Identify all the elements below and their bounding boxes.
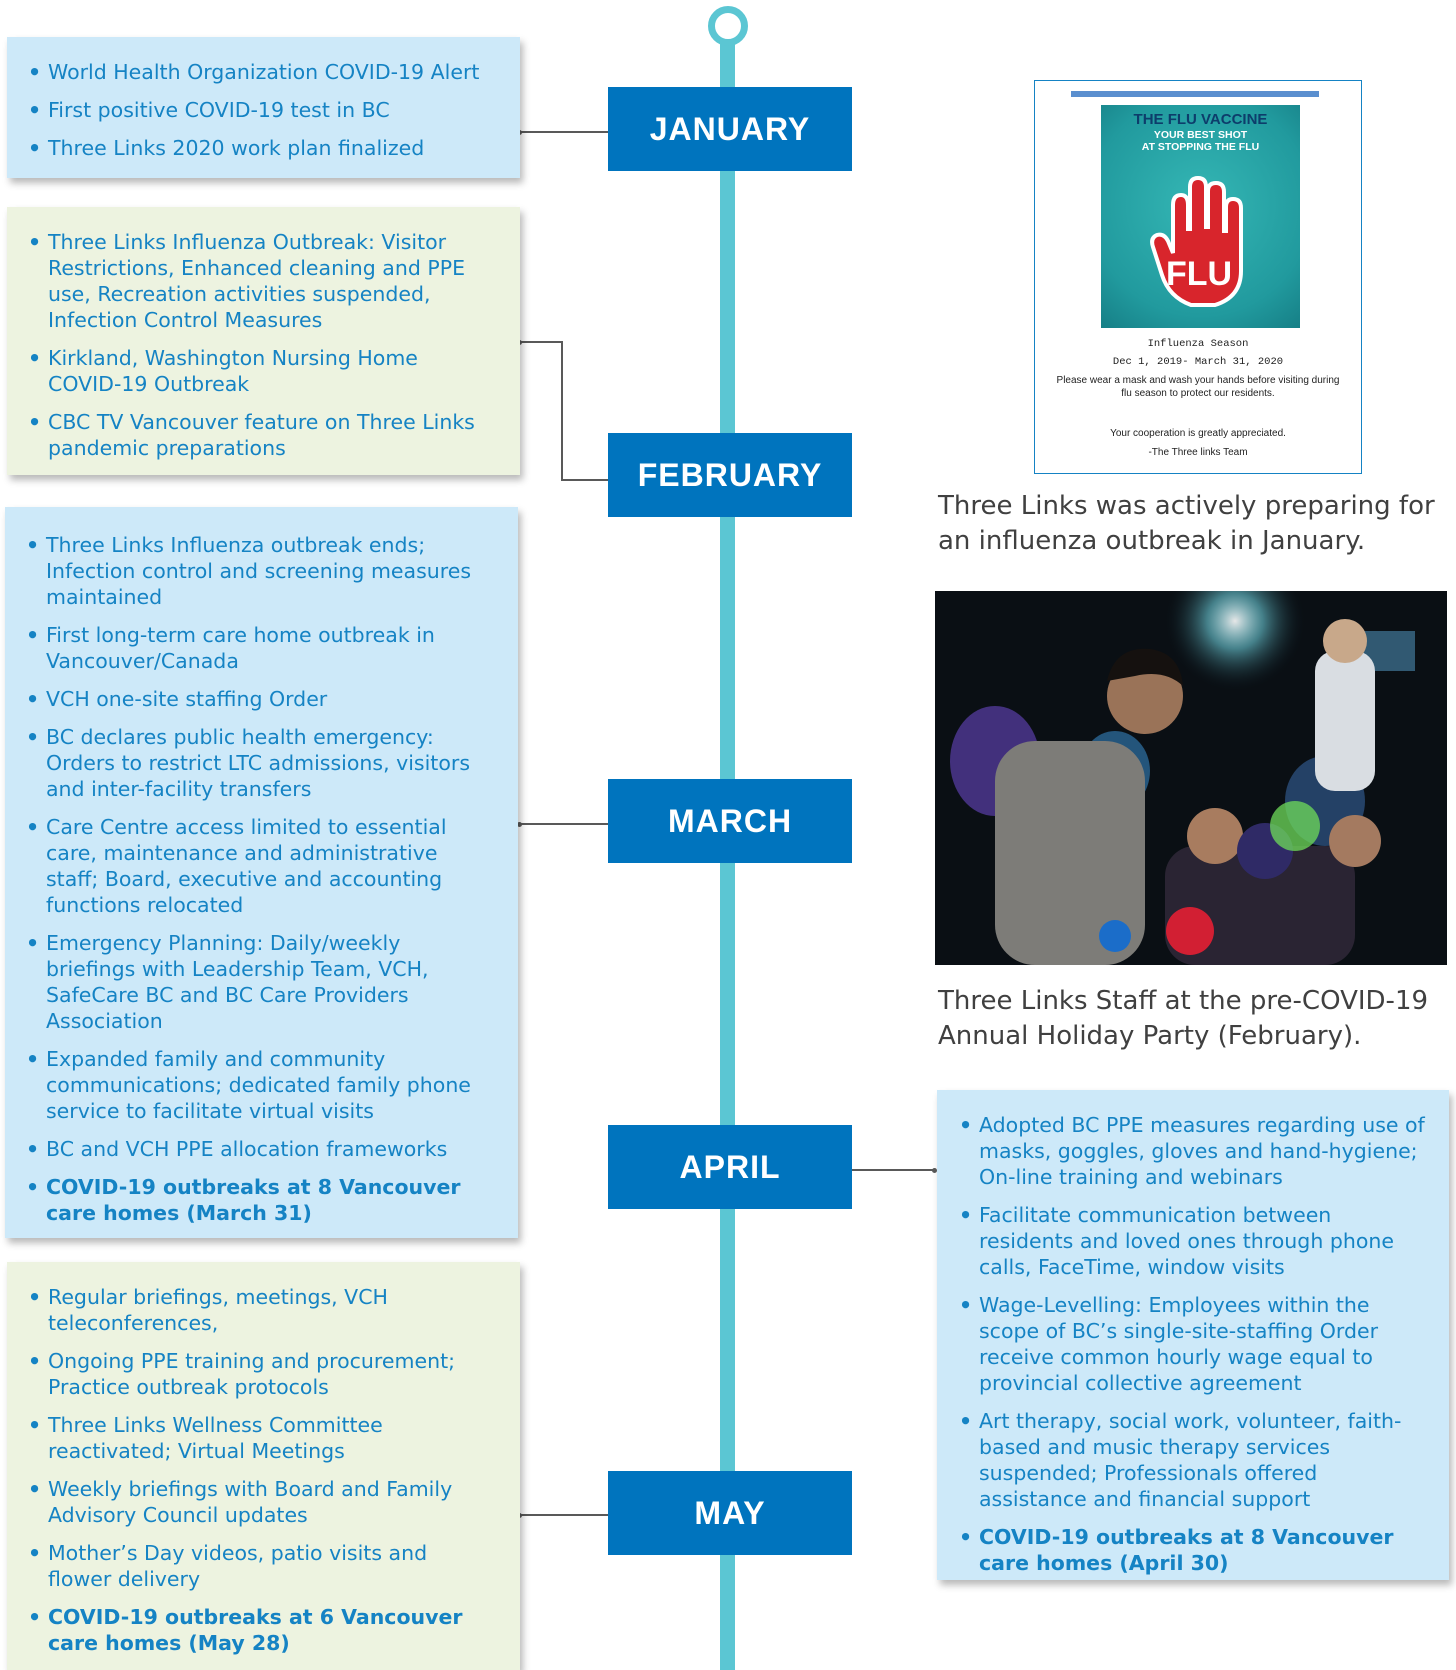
list-item: CBC TV Vancouver feature on Three Links … [26, 409, 496, 461]
list-item: Three Links Influenza Outbreak: Visitor … [26, 229, 496, 333]
list-item: Adopted BC PPE measures regarding use of… [957, 1112, 1425, 1190]
march-events-box: Three Links Influenza outbreak ends; Inf… [5, 507, 518, 1238]
month-april: APRIL [608, 1125, 852, 1209]
season-dates: Dec 1, 2019- March 31, 2020 [1112, 356, 1284, 368]
poster-subtitle: YOUR BEST SHOT AT STOPPING THE FLU [1101, 129, 1300, 153]
thanks-text: Your cooperation is greatly appreciated. [1110, 428, 1286, 439]
notice-line: flu season to protect our residents. [1121, 388, 1275, 399]
flyer-header-bar [1071, 91, 1319, 97]
january-events-box: World Health Organization COVID-19 Alert… [7, 37, 520, 178]
flu-vaccine-poster: THE FLU VACCINE YOUR BEST SHOT AT STOPPI… [1101, 105, 1300, 328]
month-february: FEBRUARY [608, 433, 852, 517]
party-photo-illustration [935, 591, 1447, 965]
caption-line: Annual Holiday Party (February). [938, 1021, 1362, 1051]
list-item: First positive COVID-19 test in BC [26, 97, 510, 123]
may-events-box: Regular briefings, meetings, VCH telecon… [7, 1262, 520, 1670]
list-item: Three Links Wellness Committee reactivat… [26, 1412, 496, 1464]
stop-hand-icon: FLU [1150, 175, 1243, 307]
list-item: BC declares public health emergency: Ord… [24, 724, 494, 802]
timeline-start-icon [708, 6, 748, 46]
list-item: Expanded family and community communicat… [24, 1046, 494, 1124]
season-label: Influenza Season [1147, 338, 1249, 350]
february-events-box: Three Links Influenza Outbreak: Visitor … [7, 207, 520, 475]
list-item: Weekly briefings with Board and Family A… [26, 1476, 496, 1528]
list-item: VCH one-site staffing Order [24, 686, 494, 712]
poster-hand-text: FLU [1166, 255, 1232, 293]
caption-line: Three Links was actively preparing for [938, 491, 1435, 521]
list-item: Kirkland, Washington Nursing Home COVID-… [26, 345, 496, 397]
month-may: MAY [608, 1471, 852, 1555]
list-item: Three Links 2020 work plan finalized [26, 135, 510, 161]
caption-line: an influenza outbreak in January. [938, 526, 1366, 556]
poster-title: THE FLU VACCINE [1133, 111, 1268, 128]
list-item: Mother’s Day videos, patio visits and fl… [26, 1540, 496, 1592]
flu-notice-image: THE FLU VACCINE YOUR BEST SHOT AT STOPPI… [1034, 80, 1362, 474]
list-item: Art therapy, social work, volunteer, fai… [957, 1408, 1425, 1512]
list-item: BC and VCH PPE allocation frameworks [24, 1136, 494, 1162]
flyer-caption: Three Links was actively preparing for a… [938, 489, 1435, 559]
list-item: COVID-19 outbreaks at 8 Vancouver care h… [957, 1524, 1425, 1576]
list-item: Regular briefings, meetings, VCH telecon… [26, 1284, 496, 1336]
list-item: Wage-Levelling: Employees within the sco… [957, 1292, 1425, 1396]
list-item: Ongoing PPE training and procurement; Pr… [26, 1348, 496, 1400]
month-march: MARCH [608, 779, 852, 863]
april-events-box: Adopted BC PPE measures regarding use of… [937, 1090, 1449, 1580]
list-item: First long-term care home outbreak in Va… [24, 622, 494, 674]
holiday-party-photo [935, 591, 1447, 965]
signoff-text: -The Three links Team [1148, 447, 1248, 458]
caption-line: Three Links Staff at the pre-COVID-19 [938, 986, 1429, 1016]
month-january: JANUARY [608, 87, 852, 171]
list-item: World Health Organization COVID-19 Alert [26, 59, 510, 85]
list-item: Care Centre access limited to essential … [24, 814, 494, 918]
list-item: Facilitate communication between residen… [957, 1202, 1425, 1280]
list-item: Three Links Influenza outbreak ends; Inf… [24, 532, 494, 610]
list-item: COVID-19 outbreaks at 6 Vancouver care h… [26, 1604, 496, 1656]
poster-subtitle-line: YOUR BEST SHOT [1153, 129, 1248, 141]
list-item: COVID-19 outbreaks at 8 Vancouver care h… [24, 1174, 494, 1226]
poster-subtitle-line: AT STOPPING THE FLU [1141, 141, 1260, 153]
list-item: Emergency Planning: Daily/weekly briefin… [24, 930, 494, 1034]
photo-caption: Three Links Staff at the pre-COVID-19 An… [938, 984, 1428, 1054]
notice-line: Please wear a mask and wash your hands b… [1056, 375, 1340, 386]
